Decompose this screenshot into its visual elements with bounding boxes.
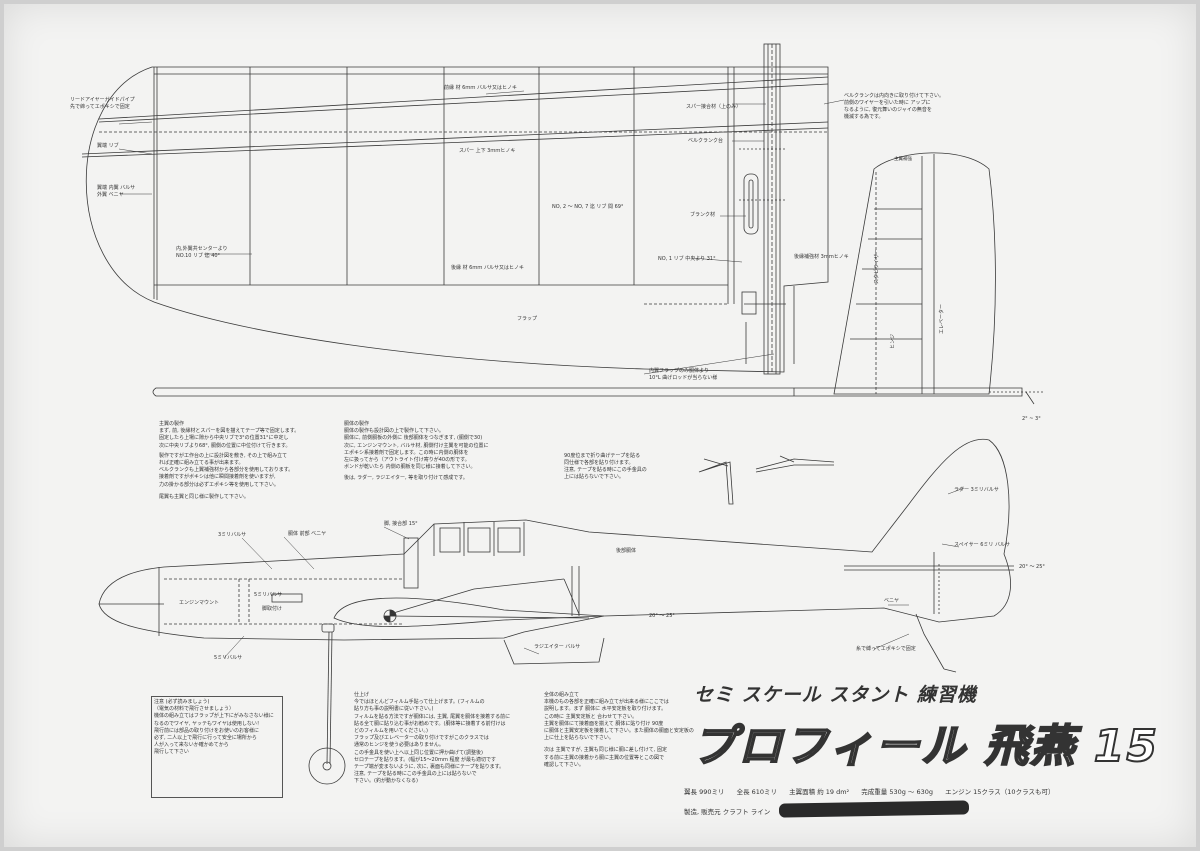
wire-note: 90度位まで折り曲げテープを貼る 同仕様で各部を貼り付けます。 注意, テープを… — [564, 453, 647, 480]
hinge-label: ヒンジ — [890, 333, 896, 349]
spec-area: 主翼面積 約 19 dm² — [789, 788, 850, 796]
ribs-spacing-label: NO, 2 ～ NO, 7 迄 リブ 間 69° — [552, 204, 624, 210]
horn-sketches — [698, 455, 835, 505]
leader-lines — [118, 90, 965, 659]
balsa5b-label: 5ミリバルサ — [214, 655, 243, 661]
leadout-label: リードアイヤーガイドパイプ 先で締ってエポキシで固定 — [70, 97, 135, 110]
trailing-edge-label: 後縁 材 6ｍｍ バルサ又はヒノキ — [451, 265, 524, 271]
angle1-label: 20° ～ 25° — [649, 613, 675, 619]
assembly-note: 全体の組み立て本機のもの各部を正確に組み立てが出来る様にここでは説明します。まず… — [544, 692, 694, 768]
spec-line: 翼長 990ミリ 全長 610ミリ 主翼面積 約 19 dm² 完成重量 530… — [684, 786, 1064, 796]
leading-edge-label: 前縁 材 6ｍｍ バルサ又はヒノキ — [444, 85, 517, 91]
wing-planform — [81, 43, 829, 375]
plan-title: プロフィール 飛燕 15 — [691, 720, 1159, 773]
tip-label: 翼端 内翼 バルサ 外翼 ベニヤ — [97, 185, 136, 198]
blank-label: ブランク材 — [690, 212, 716, 218]
plan-drawing — [81, 43, 1044, 785]
tail-planform — [833, 152, 996, 395]
gear-mount-label: 脚取付け — [262, 606, 283, 612]
tail-side-label: 主翼補強 — [894, 157, 912, 162]
plywood-label: ベニヤ — [884, 598, 900, 604]
spec-engine: エンジン 15クラス（10クラスも可） — [945, 788, 1055, 796]
inner-center-label: 内,外翼共センターより NO.10 リブ 迄 40° — [176, 246, 228, 259]
finishing-note: 仕上げ今ではほとんどフィルム手貼って仕上げます。(フィルムの貼り方も事の説明書に… — [354, 692, 511, 785]
body-plywood-label: 胴体 前部 ベニヤ — [288, 531, 327, 537]
spec-weight: 完成重量 530g ～ 630g — [861, 788, 934, 796]
rib1-label: NO, 1 リブ 中央より 31° — [658, 256, 716, 262]
balsa5-label: 5ミリバルサ — [254, 592, 283, 598]
main-balsa-label: 3ミリバルサ — [218, 532, 247, 538]
tip-rib-label: 翼端 リブ — [97, 143, 119, 149]
spar-top-label: スパー接合材（上のみ） — [686, 104, 742, 110]
te-spar-label: 後縁補強材 3ｍｍヒノキ — [794, 254, 849, 260]
spec-span: 翼長 990ミリ — [684, 788, 725, 796]
spec-length: 全長 610ミリ — [736, 788, 778, 796]
radiator-label: ラジエイター バルサ — [534, 644, 581, 650]
elevator-label: エレベーター — [939, 303, 945, 334]
rear-fuselage-label: 後部胴体 — [616, 548, 637, 554]
fuselage-side — [98, 438, 1014, 785]
wing-assembly-note: 主翼の製作まず, 前, 後縁材とスパーを図を描えてテープ等で固定します。固定した… — [159, 421, 300, 500]
gear-angle-label: 脚, 接合部 15° — [384, 521, 418, 527]
angle2-label: 20° ～ 25° — [1019, 564, 1045, 570]
stab-label: スペイサー 6ミリ バルサ — [954, 542, 1011, 548]
dihedral-angle-label: 2° ~ 3° — [1022, 416, 1041, 422]
tailwheel-label: 糸で縛ってエポキシで固定 — [856, 646, 916, 652]
rudder-label: ラダー 3ミリバルサ — [954, 487, 999, 493]
maker-line: 製造, 販売元 クラフト ライン — [684, 808, 771, 816]
caution-note: 注意 (必ず読みましょう)（電気の材料で飛行させましょう）機体の組み立てはフラッ… — [154, 699, 274, 756]
subtitle: セミ スケール スタント 練習機 — [694, 684, 977, 706]
wing-profile — [152, 387, 1044, 405]
plan-sheet: リードアイヤーガイドパイプ 先で締ってエポキシで固定 翼端 リブ 翼端 内翼 バ… — [4, 4, 1196, 847]
fuselage-assembly-note: 胴体の製作胴体の製作も設計図の上で製作して下さい。胴体に, 前側胴板の外側に 後… — [344, 421, 489, 482]
spar-label: スパー 上下 3ｍｍヒノキ — [459, 148, 516, 154]
flap-note: 内翼フラップのみ胴体より 10°L 曲げロッドが当らない様 — [649, 368, 718, 381]
stabilizer-label: スタビライザー — [874, 248, 880, 284]
caution-box — [151, 696, 283, 798]
bellcrank-label: ベルクランク台 — [688, 138, 724, 144]
engine-mount-label: エンジンマウント — [179, 600, 220, 606]
flap-label: フラップ — [517, 316, 538, 322]
bellcrank-note: ベルクランクは内向きに取り付けて下さい。 前側のワイヤーを引いた時に アップに … — [844, 93, 945, 120]
